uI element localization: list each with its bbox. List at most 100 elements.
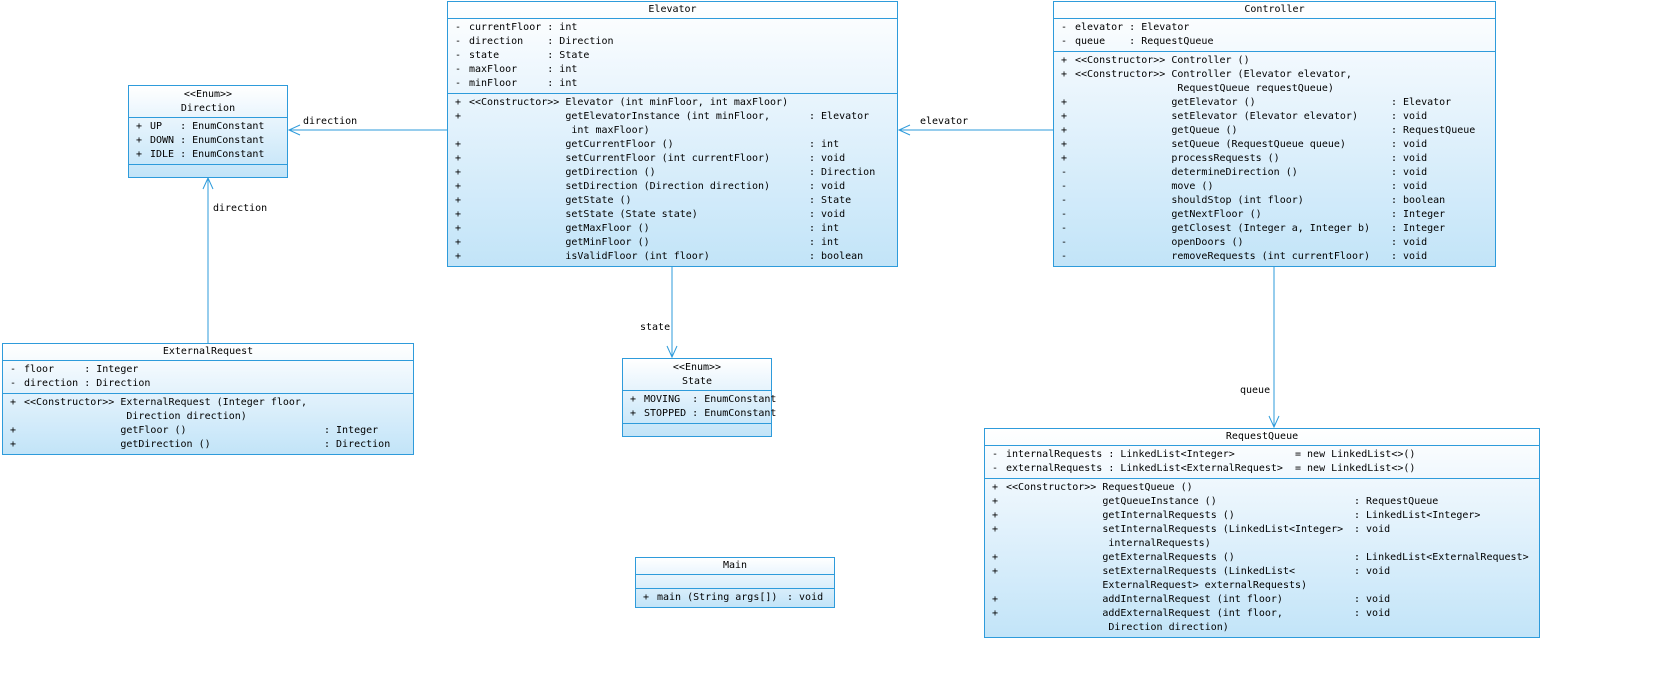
- visibility-marker: -: [1061, 223, 1068, 234]
- class-title: RequestQueue: [985, 429, 1539, 446]
- visibility-marker: -: [1061, 251, 1068, 262]
- visibility-marker: +: [136, 149, 143, 160]
- attribute-row: -elevator : Elevator: [1054, 21, 1495, 35]
- class-requestqueue[interactable]: RequestQueue -internalRequests : LinkedL…: [984, 428, 1540, 638]
- enum-direction[interactable]: <<Enum>> Direction +UP : EnumConstant +D…: [128, 85, 288, 178]
- visibility-marker: +: [455, 195, 462, 206]
- attribute-text: minFloor : int: [469, 78, 578, 89]
- enum-constants-compartment: +UP : EnumConstant +DOWN : EnumConstant …: [129, 118, 287, 164]
- enum-state[interactable]: <<Enum>> State +MOVING : EnumConstant +S…: [622, 358, 776, 437]
- visibility-marker: +: [1061, 55, 1068, 66]
- visibility-marker: +: [1061, 125, 1068, 136]
- attribute-text: maxFloor : int: [469, 64, 578, 75]
- method-row: + getQueue (): RequestQueue: [1054, 124, 1495, 138]
- method-signature: <<Constructor>> RequestQueue (): [1006, 482, 1193, 493]
- visibility-marker: +: [992, 594, 999, 605]
- edge-elevator-state: [666, 265, 678, 359]
- return-type: : void: [787, 592, 824, 603]
- return-type: : LinkedList<ExternalRequest>: [1354, 552, 1529, 563]
- attribute-text: externalRequests : LinkedList<ExternalRe…: [1006, 463, 1416, 474]
- attributes-compartment: -floor : Integer -direction : Direction: [3, 361, 413, 393]
- enum-constant-text: STOPPED : EnumConstant: [644, 408, 777, 419]
- visibility-marker: +: [992, 482, 999, 493]
- edge-label-direction: direction: [303, 116, 358, 127]
- class-title: ExternalRequest: [3, 344, 413, 361]
- visibility-marker: +: [455, 153, 462, 164]
- method-row: + getCurrentFloor (): int: [448, 138, 897, 152]
- attribute-text: floor : Integer: [24, 364, 139, 375]
- enum-name: State: [681, 376, 713, 387]
- method-signature: getQueue (): [1075, 125, 1238, 136]
- visibility-marker: -: [455, 36, 462, 47]
- visibility-marker: -: [455, 50, 462, 61]
- methods-compartment: +<<Constructor>> ExternalRequest (Intege…: [3, 393, 413, 454]
- method-signature: setQueue (RequestQueue queue): [1075, 139, 1346, 150]
- class-title: Main: [636, 558, 834, 575]
- method-signature: setInternalRequests (LinkedList<Integer>…: [1102, 524, 1344, 549]
- method-row: + getInternalRequests (): LinkedList<Int…: [985, 509, 1539, 523]
- return-type: : void: [1391, 111, 1428, 122]
- class-externalrequest[interactable]: ExternalRequest -floor : Integer -direct…: [2, 343, 414, 455]
- method-row: + processRequests (): void: [1054, 152, 1495, 166]
- method-row: + addExternalRequest (int floor, Directi…: [985, 607, 1539, 635]
- method-signature: addInternalRequest (int floor): [1006, 594, 1283, 605]
- attribute-row: -state : State: [448, 49, 897, 63]
- method-row: +<<Constructor>> Elevator (int minFloor,…: [448, 96, 897, 110]
- method-row: + getMinFloor (): int: [448, 236, 897, 250]
- visibility-marker: +: [455, 251, 462, 262]
- visibility-marker: -: [455, 64, 462, 75]
- visibility-marker: +: [992, 524, 999, 535]
- method-signature: setElevator (Elevator elevator): [1075, 111, 1358, 122]
- stereotype-label: <<Enum>>: [183, 89, 233, 100]
- return-type: : void: [1391, 153, 1428, 164]
- class-main[interactable]: Main +main (String args[]): void: [635, 557, 835, 608]
- method-row: - getNextFloor (): Integer: [1054, 208, 1495, 222]
- method-signature: setCurrentFloor (int currentFloor): [469, 153, 771, 164]
- method-row: - determineDirection (): void: [1054, 166, 1495, 180]
- visibility-marker: -: [992, 463, 999, 474]
- method-row: + setState (State state): void: [448, 208, 897, 222]
- return-type: : Elevator: [809, 111, 870, 122]
- stereotype-label: <<Enum>>: [672, 362, 722, 373]
- methods-compartment: +<<Constructor>> Controller () +<<Constr…: [1054, 51, 1495, 266]
- return-type: : Integer: [1391, 223, 1446, 234]
- return-type: : void: [1391, 237, 1428, 248]
- attribute-row: -internalRequests : LinkedList<Integer> …: [985, 448, 1539, 462]
- method-signature: getElevator (): [1075, 97, 1256, 108]
- empty-methods-compartment: [623, 423, 771, 436]
- method-row: - openDoors (): void: [1054, 236, 1495, 250]
- method-row: + setElevator (Elevator elevator): void: [1054, 110, 1495, 124]
- return-type: : Direction: [809, 167, 876, 178]
- method-signature: getFloor (): [24, 425, 187, 436]
- method-signature: setDirection (Direction direction): [469, 181, 771, 192]
- return-type: : void: [1391, 251, 1428, 262]
- class-elevator[interactable]: Elevator -currentFloor : int -direction …: [447, 1, 898, 267]
- visibility-marker: +: [1061, 153, 1068, 164]
- enum-constant-row: +DOWN : EnumConstant: [129, 134, 287, 148]
- method-row: + getState (): State: [448, 194, 897, 208]
- return-type: : void: [1391, 181, 1428, 192]
- edge-label-state: state: [640, 322, 671, 333]
- method-row: +main (String args[]): void: [636, 591, 834, 605]
- visibility-marker: +: [10, 425, 17, 436]
- attribute-text: queue : RequestQueue: [1075, 36, 1214, 47]
- method-signature: <<Constructor>> Controller (): [1075, 55, 1250, 66]
- attribute-text: elevator : Elevator: [1075, 22, 1190, 33]
- method-signature: getClosest (Integer a, Integer b): [1075, 223, 1371, 234]
- enum-constant-row: +IDLE : EnumConstant: [129, 148, 287, 162]
- class-title: Elevator: [448, 2, 897, 19]
- visibility-marker: -: [1061, 195, 1068, 206]
- attribute-text: state : State: [469, 50, 590, 61]
- class-controller[interactable]: Controller -elevator : Elevator -queue :…: [1053, 1, 1496, 267]
- edge-externalrequest-direction: [202, 176, 214, 343]
- class-title: Controller: [1054, 2, 1495, 19]
- visibility-marker: -: [1061, 237, 1068, 248]
- visibility-marker: +: [992, 510, 999, 521]
- return-type: : void: [1354, 594, 1391, 605]
- edge-label-elevator: elevator: [920, 116, 969, 127]
- return-type: : void: [1354, 566, 1391, 577]
- attribute-row: -externalRequests : LinkedList<ExternalR…: [985, 462, 1539, 476]
- return-type: : Integer: [1391, 209, 1446, 220]
- method-row: + getQueueInstance (): RequestQueue: [985, 495, 1539, 509]
